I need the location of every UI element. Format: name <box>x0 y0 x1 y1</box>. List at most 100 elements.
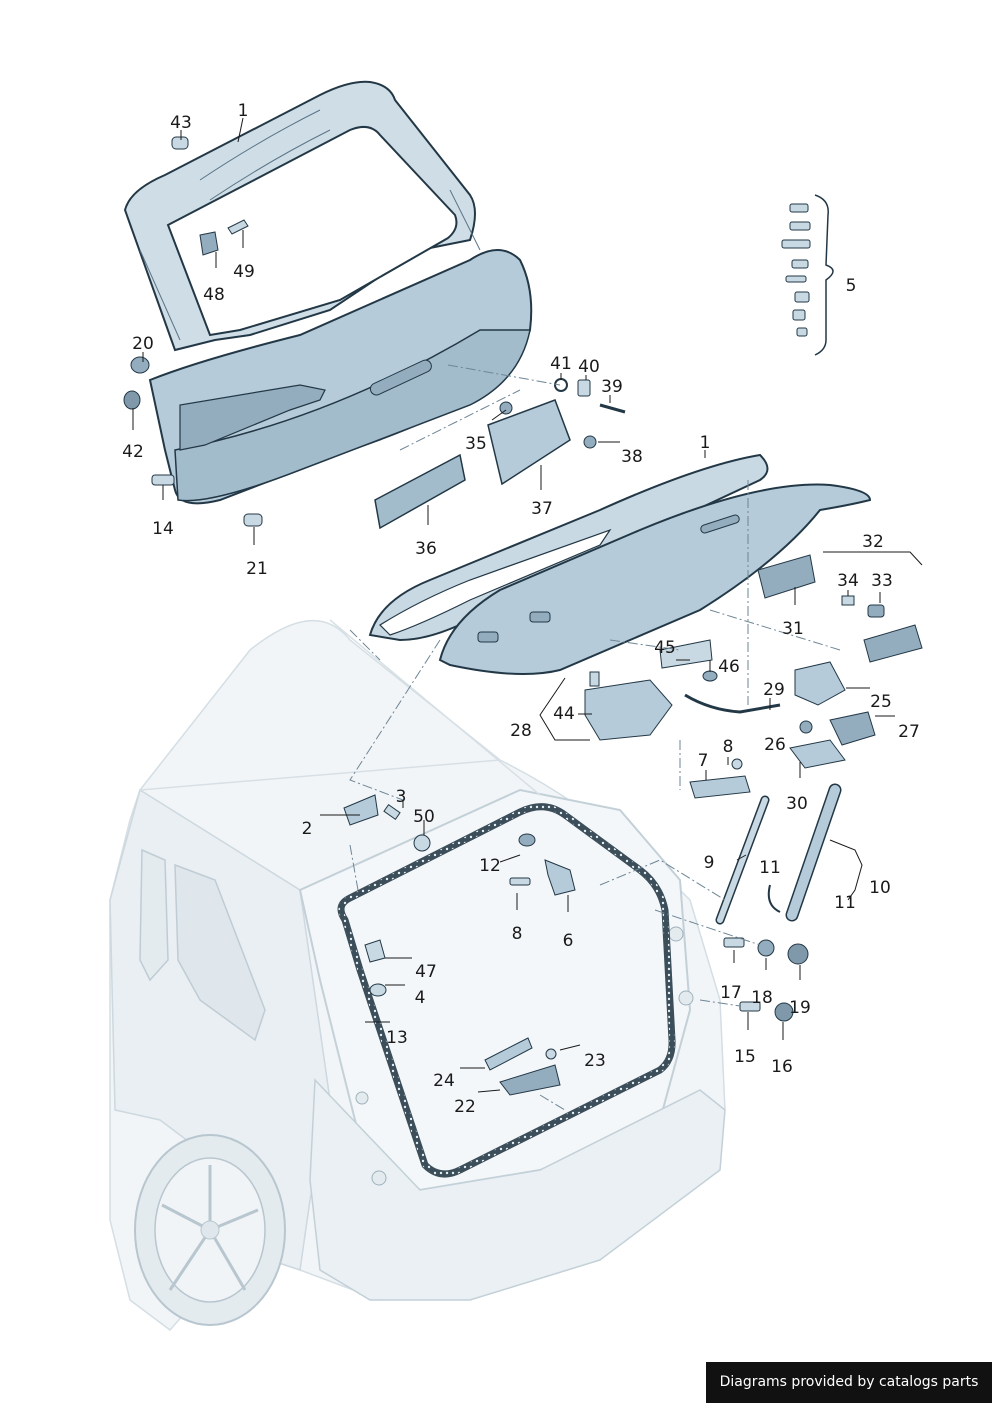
part-label: 13 <box>386 1028 408 1048</box>
part-label: 16 <box>771 1057 793 1077</box>
nut-35 <box>499 401 513 415</box>
leader-lines <box>132 117 923 1093</box>
part-label: 6 <box>563 931 574 951</box>
part-label: 15 <box>734 1047 756 1067</box>
part-33 <box>867 604 885 618</box>
bolt-15 <box>739 1001 761 1012</box>
part-label: 11 <box>834 893 856 913</box>
part-label: 7 <box>698 751 709 771</box>
bracket-45 <box>659 639 713 669</box>
switch-32 <box>863 624 923 663</box>
part-label: 28 <box>510 721 532 741</box>
part-label: 45 <box>654 638 676 658</box>
bolt-14 <box>151 474 175 486</box>
part-label: 1 <box>700 433 711 453</box>
trim-36 <box>374 453 466 530</box>
part-label: 4 <box>415 988 426 1008</box>
side-window <box>174 863 266 1042</box>
bolt-3 <box>383 804 401 820</box>
part-label: 8 <box>723 737 734 757</box>
stop-19 <box>787 943 809 965</box>
part-label: 21 <box>246 559 268 579</box>
part-label: 27 <box>898 722 920 742</box>
hinge-6 <box>544 859 576 896</box>
bolt-8a <box>731 758 743 770</box>
part-label: 50 <box>413 807 435 827</box>
screw-49 <box>227 219 249 235</box>
part-label: 48 <box>203 285 225 305</box>
cable-29 <box>684 693 781 714</box>
part-label: 42 <box>122 442 144 462</box>
vehicle-body <box>109 619 726 1332</box>
part-labels: 1 43 49 48 20 42 14 21 41 40 39 35 38 37… <box>122 101 920 1117</box>
side-window-rear <box>139 848 169 982</box>
part-label: 9 <box>704 853 715 873</box>
credit-banner: Diagrams provided by catalogs parts <box>706 1362 992 1403</box>
part-label: 18 <box>751 988 773 1008</box>
stop-20 <box>130 356 150 374</box>
tailgate-window-opening <box>166 125 458 337</box>
part-label: 1 <box>238 101 249 121</box>
switch-31 <box>757 554 816 599</box>
rear-wheel <box>134 1134 286 1326</box>
part-label: 44 <box>553 704 575 724</box>
assembly-lines <box>349 364 841 1111</box>
part-label: 32 <box>862 532 884 552</box>
part-label: 17 <box>720 983 742 1003</box>
wire-11 <box>767 884 781 913</box>
part-label: 34 <box>837 571 859 591</box>
part-label: 12 <box>479 856 501 876</box>
part-label: 38 <box>621 447 643 467</box>
part-label: 25 <box>870 692 892 712</box>
part-label: 49 <box>233 262 255 282</box>
cover-21 <box>243 513 263 527</box>
part-label: 47 <box>415 962 437 982</box>
tailgate-inner-panel <box>368 453 872 675</box>
washer-18 <box>757 939 775 957</box>
rear-bumper <box>309 1078 726 1301</box>
buffer-4 <box>369 983 387 997</box>
plate-holder-37 <box>487 399 571 486</box>
cover-27 <box>829 711 876 746</box>
nut-26 <box>799 720 813 734</box>
small-parts-lower <box>343 794 809 1096</box>
screw-44 <box>589 671 600 687</box>
part-label: 40 <box>578 357 600 377</box>
lock-25 <box>794 661 846 706</box>
bolt-8b <box>509 877 531 886</box>
fastener-set-5 <box>781 194 834 356</box>
small-parts-right <box>584 554 923 925</box>
screw-39 <box>599 403 626 414</box>
part-label: 46 <box>718 657 740 677</box>
grommet-46 <box>702 670 718 682</box>
screw-38 <box>583 435 597 449</box>
part-label: 3 <box>396 787 407 807</box>
part-label: 39 <box>601 377 623 397</box>
motor-28 <box>584 679 673 741</box>
part-label: 43 <box>170 113 192 133</box>
part-label: 35 <box>465 434 487 454</box>
washer-41 <box>554 378 568 392</box>
hinge-2 <box>343 794 379 826</box>
buffer-42 <box>123 390 141 410</box>
part-label: 19 <box>789 998 811 1018</box>
part-label: 2 <box>302 819 313 839</box>
part-label: 10 <box>869 878 891 898</box>
nut-40 <box>577 379 591 397</box>
part-label: 29 <box>763 680 785 700</box>
part-label: 24 <box>433 1071 455 1091</box>
tailgate-assembly <box>123 80 533 505</box>
cap-50 <box>413 834 431 852</box>
part-label: 37 <box>531 499 553 519</box>
part-34 <box>841 595 855 606</box>
cap-12 <box>518 833 536 847</box>
bolt-23 <box>545 1048 557 1060</box>
part-label: 33 <box>871 571 893 591</box>
part-label: 5 <box>846 276 857 296</box>
part-label: 20 <box>132 334 154 354</box>
bolt-17 <box>723 937 745 948</box>
bracket-30 <box>789 739 846 769</box>
striker-24 <box>484 1037 533 1071</box>
clip-48 <box>199 231 219 256</box>
